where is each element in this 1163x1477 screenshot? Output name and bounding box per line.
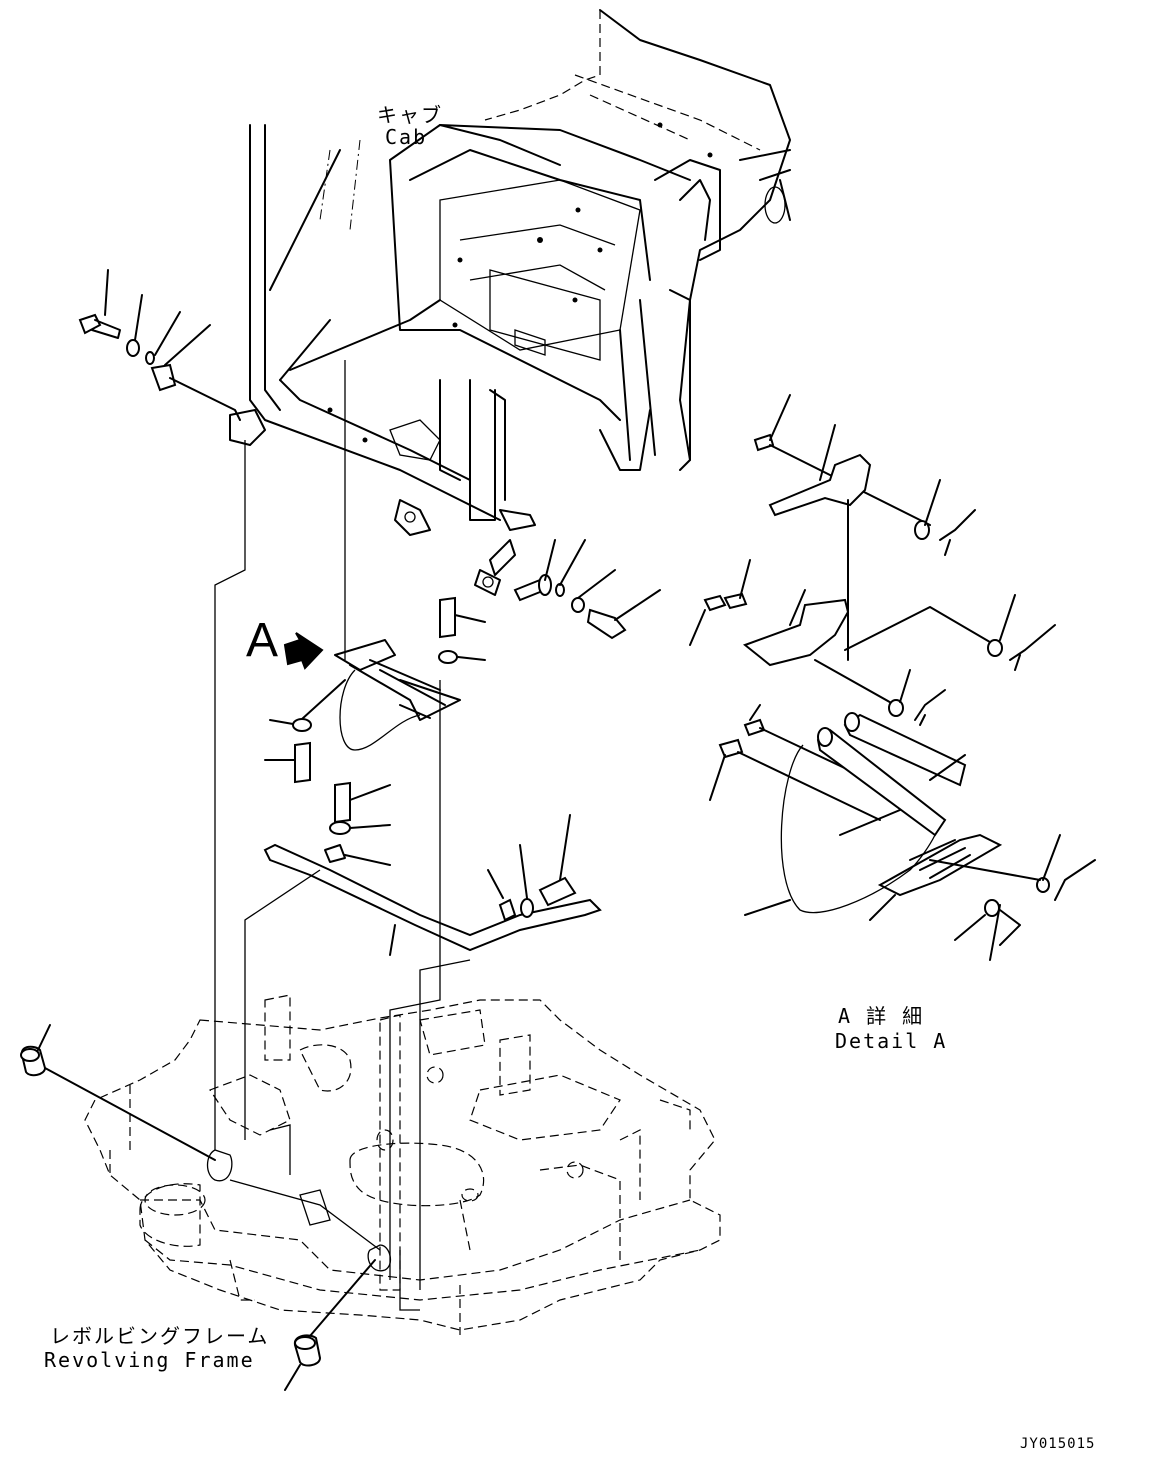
reference-lines <box>214 360 471 1290</box>
detail-a-label-en: Detail A <box>835 1029 948 1053</box>
detail-a-pointer-label: A <box>246 614 279 667</box>
detail-a-label-jp: A 詳 細 <box>838 1004 925 1028</box>
bushings <box>20 1024 376 1391</box>
cab-label-en: Cab <box>385 125 428 149</box>
revolving-frame <box>84 994 721 1335</box>
hinge-bolt-set <box>78 269 241 421</box>
detail-a-assembly <box>689 394 1096 961</box>
revolving-frame-label-jp: レボルビングフレーム <box>50 1324 270 1348</box>
cab-assembly <box>229 9 791 596</box>
drawing-number: JY015015 <box>1020 1436 1096 1452</box>
center-pin-bolt-set <box>513 539 661 640</box>
cab-label-jp: キャブ <box>377 103 443 127</box>
revolving-frame-label-en: Revolving Frame <box>44 1348 255 1372</box>
stay-assembly <box>263 596 602 956</box>
